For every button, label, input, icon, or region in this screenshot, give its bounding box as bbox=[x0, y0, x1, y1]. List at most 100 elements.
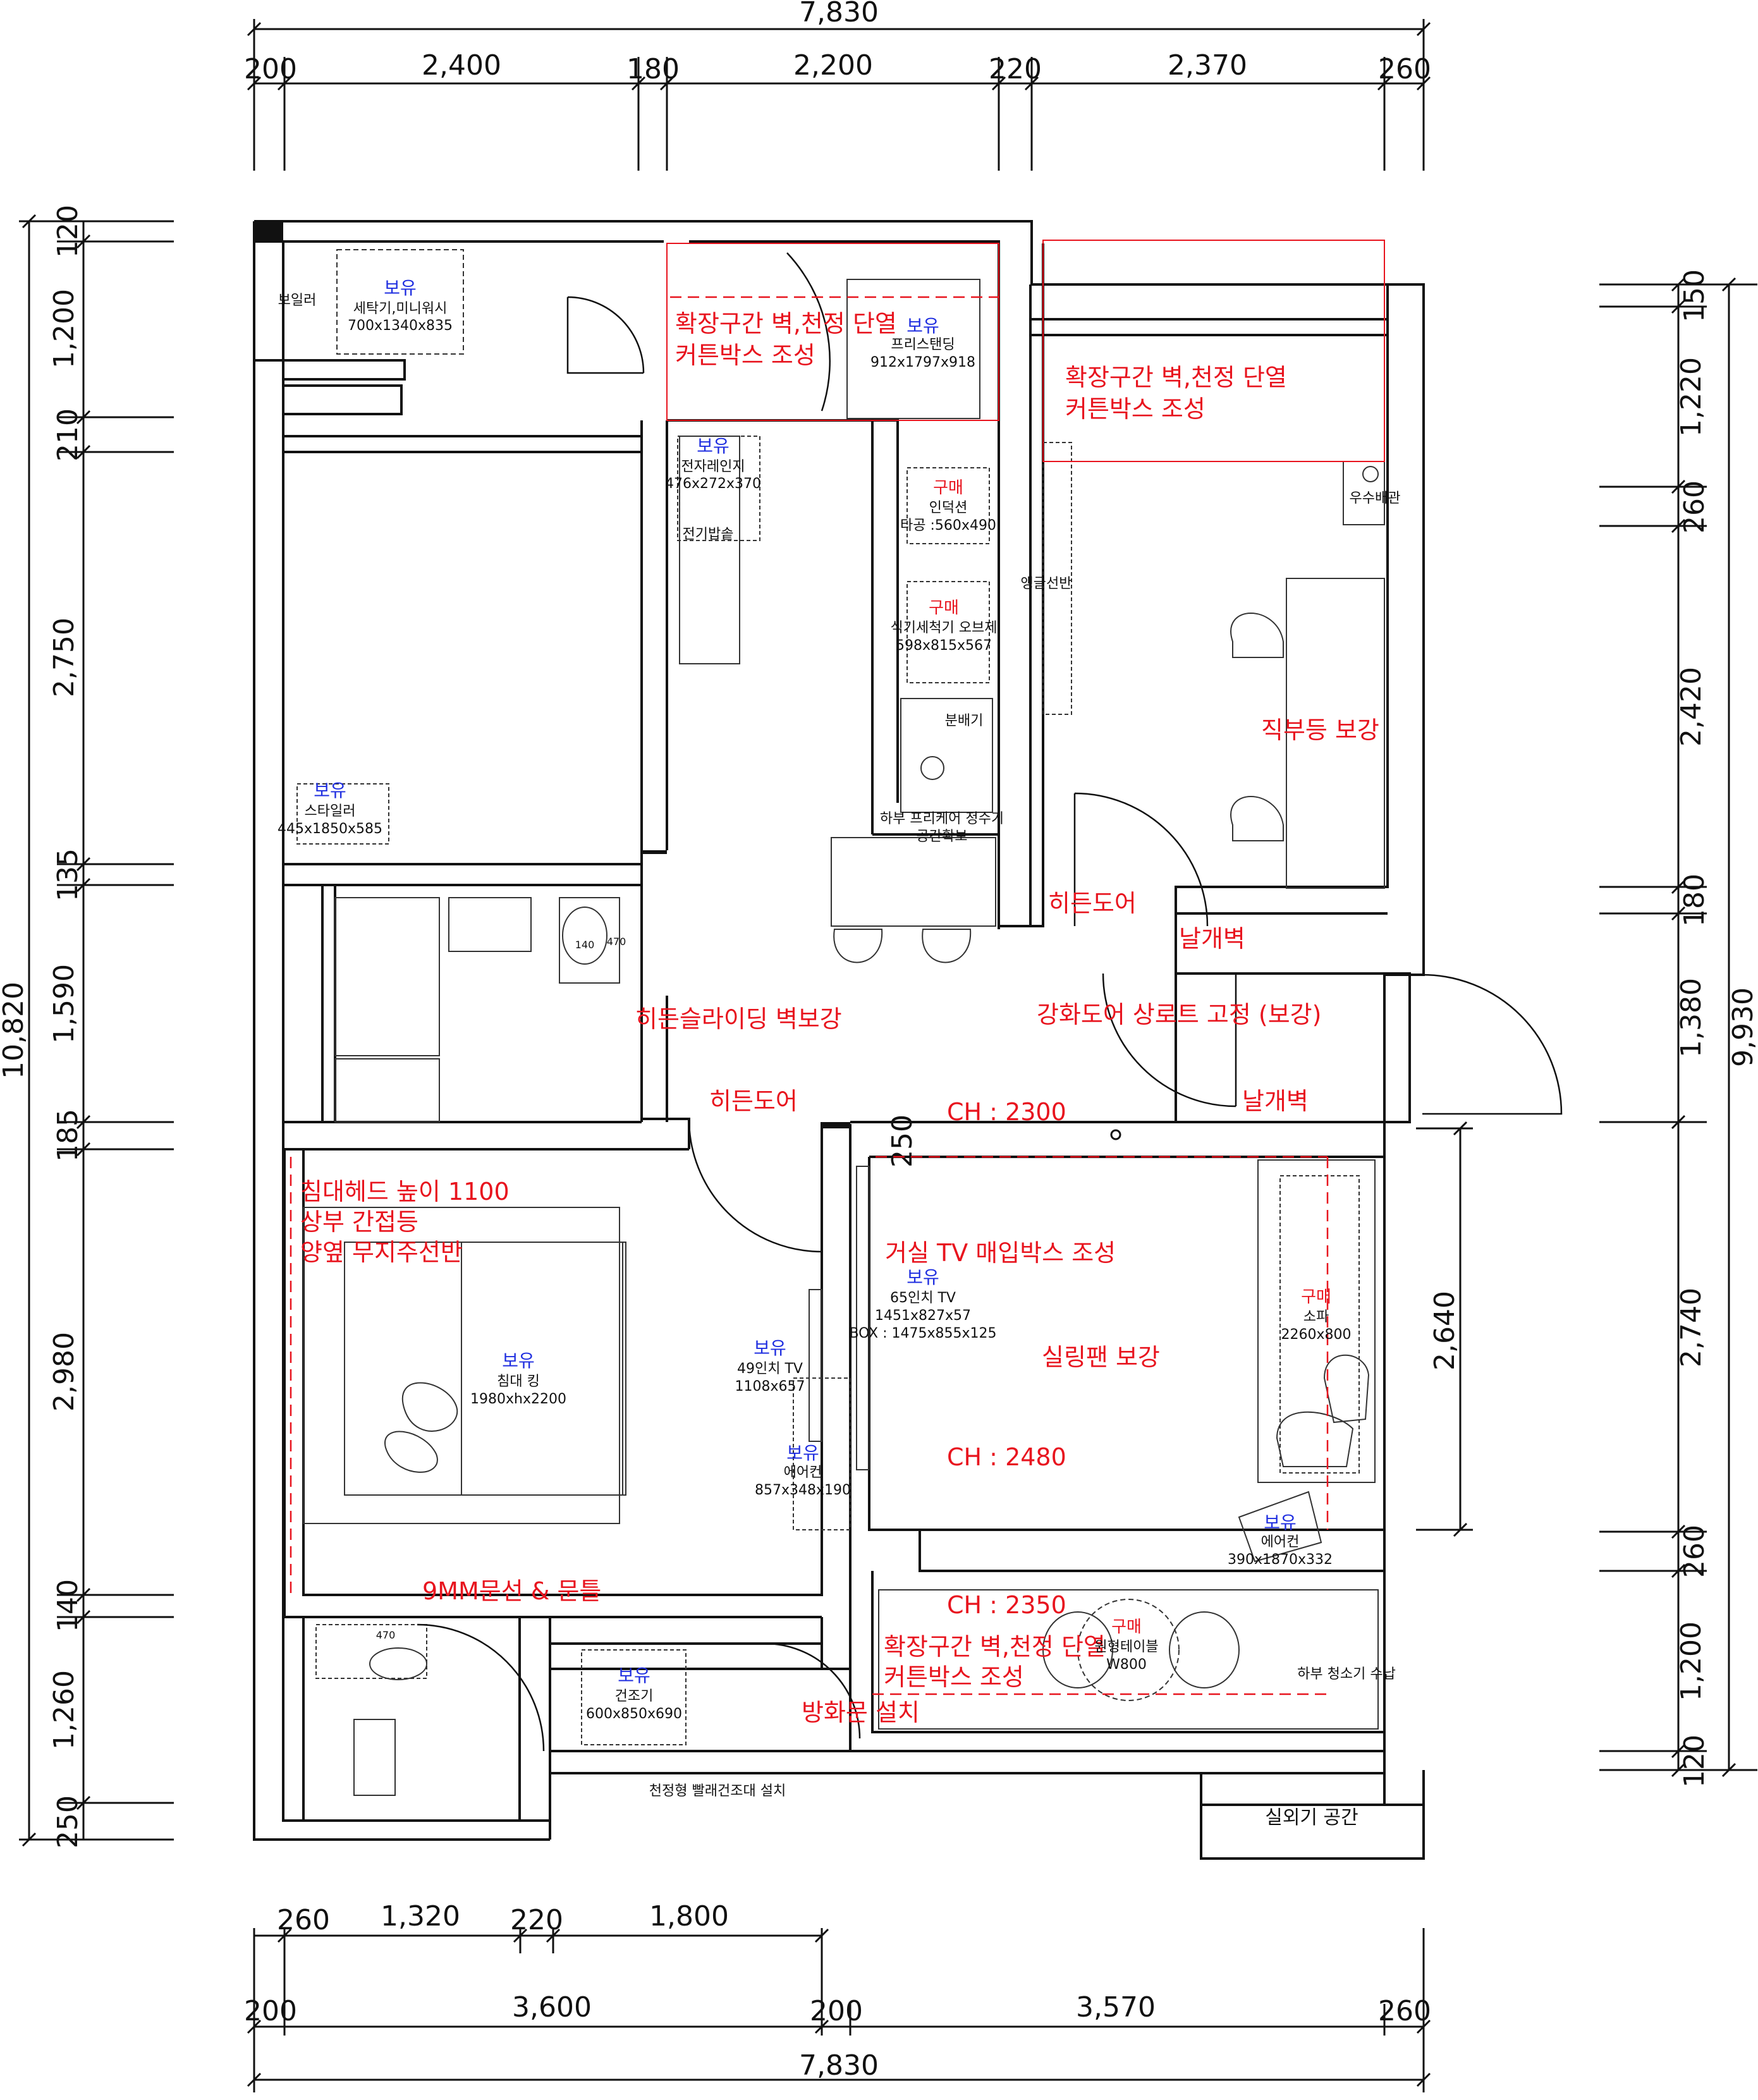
table-name: 원형테이블 bbox=[1094, 1639, 1158, 1655]
left-dim-9: 140 bbox=[52, 1579, 84, 1632]
right-dim-7: 2,740 bbox=[1675, 1288, 1707, 1367]
bed-size: 1980xhx2200 bbox=[470, 1391, 566, 1407]
ac1-tag: 보유 bbox=[786, 1443, 819, 1463]
left-dim-2: 1,200 bbox=[48, 289, 80, 369]
toilet-dim-2: 470 bbox=[376, 1629, 396, 1641]
left-dimensions: 10,820 120 1,200 210 2,750 135 1,590 185… bbox=[0, 205, 84, 1848]
bottom-dimensions: 260 1,320 220 1,800 200 3,600 200 3,570 … bbox=[244, 1900, 1431, 2082]
dishwasher-name: 식기세척기 오브제 bbox=[891, 620, 998, 636]
bottom-dim-a1: 260 bbox=[277, 1904, 330, 1936]
ac2-size: 390x1870x332 bbox=[1228, 1552, 1333, 1568]
dryer-name: 건조기 bbox=[615, 1688, 654, 1704]
tv65-name: 65인치 TV bbox=[890, 1290, 956, 1306]
fridge-tag: 보유 bbox=[906, 315, 939, 336]
angle-shelf-label: 앵글선반 bbox=[1021, 576, 1072, 592]
ceiling-height-2: CH : 2480 bbox=[947, 1443, 1066, 1471]
induction-tag: 구매 bbox=[933, 479, 963, 498]
purifier-line-1: 하부 프리케어 정수기 bbox=[880, 811, 1004, 827]
dryer-size: 600x850x690 bbox=[586, 1706, 682, 1722]
bed-name: 침대 킹 bbox=[497, 1374, 540, 1389]
hidden-door-note-1: 히든도어 bbox=[1048, 889, 1137, 917]
ext2-note-2: 커튼박스 조성 bbox=[1065, 395, 1206, 423]
left-total-dim: 10,820 bbox=[0, 982, 30, 1079]
wing-wall-note-1: 날개벽 bbox=[1179, 925, 1245, 953]
left-dim-1: 120 bbox=[52, 205, 84, 258]
bottom-dim-b1: 200 bbox=[244, 1995, 297, 2027]
living-width-dim: 2,640 bbox=[1429, 1291, 1461, 1370]
fridge-name: 프리스탠딩 bbox=[891, 337, 955, 353]
washer-size: 700x1340x835 bbox=[348, 318, 453, 334]
top-dim-1: 200 bbox=[244, 53, 297, 85]
ac1-size: 857x348x190 bbox=[755, 1482, 851, 1498]
door-swings bbox=[417, 252, 1563, 1752]
right-dim-9: 1,200 bbox=[1675, 1621, 1707, 1701]
bed-note-2: 상부 간접등 bbox=[300, 1208, 418, 1236]
left-dim-3: 210 bbox=[52, 408, 84, 461]
induction-name: 인덕션 bbox=[929, 500, 968, 516]
tv65-size: 1451x827x57 bbox=[875, 1308, 971, 1324]
ceiling-fan-marker bbox=[1110, 1129, 1121, 1140]
bed-note-1: 침대헤드 높이 1100 bbox=[300, 1178, 510, 1206]
ext1-note-1: 확장구간 벽,천정 단열 bbox=[675, 310, 897, 338]
dishwasher-tag: 구매 bbox=[929, 599, 959, 618]
tv49-name: 49인치 TV bbox=[737, 1361, 803, 1377]
styler-size: 445x1850x585 bbox=[278, 821, 382, 837]
left-dim-11: 250 bbox=[52, 1795, 84, 1848]
ac2-name: 에어컨 bbox=[1261, 1534, 1300, 1550]
ac2-tag: 보유 bbox=[1264, 1512, 1297, 1533]
ceiling-fan-note: 실링팬 보강 bbox=[1042, 1343, 1160, 1371]
microwave-tag: 보유 bbox=[697, 436, 729, 456]
drain-pipe-label: 우수배관 bbox=[1350, 491, 1401, 506]
wall-fills bbox=[254, 221, 850, 1128]
induction-size: 타공 :560x490 bbox=[900, 518, 996, 534]
annotation-boxes bbox=[666, 240, 1385, 462]
tv-box-note: 거실 TV 매입박스 조성 bbox=[885, 1239, 1116, 1267]
left-dim-8: 2,980 bbox=[48, 1332, 80, 1412]
right-dim-1: 150 bbox=[1678, 269, 1711, 322]
left-dim-10: 1,260 bbox=[48, 1670, 80, 1750]
ext2-note-1: 확장구간 벽,천정 단열 bbox=[1065, 363, 1287, 391]
right-dim-10: 120 bbox=[1678, 1735, 1711, 1788]
fixtures bbox=[296, 249, 1385, 1796]
right-dim-6: 1,380 bbox=[1675, 978, 1707, 1058]
left-dim-4: 2,750 bbox=[48, 618, 80, 697]
toilet-dim-1: 470 bbox=[607, 936, 626, 948]
styler-name: 스타일러 bbox=[305, 803, 356, 819]
top-dim-4: 2,200 bbox=[793, 49, 873, 82]
outdoor-unit-label: 실외기 공간 bbox=[1265, 1807, 1358, 1829]
walls bbox=[253, 220, 1425, 1860]
left-dim-6: 1,590 bbox=[48, 964, 80, 1044]
lighting-note: 직부등 보강 bbox=[1261, 716, 1379, 744]
top-dim-7: 260 bbox=[1378, 53, 1431, 85]
washer-name: 세탁기,미니워시 bbox=[353, 301, 448, 317]
washer-tag: 보유 bbox=[384, 278, 417, 298]
ext3-note-2: 커튼박스 조성 bbox=[884, 1663, 1024, 1691]
bottom-dim-a2: 1,320 bbox=[381, 1900, 460, 1932]
ceiling-height-3: CH : 2350 bbox=[947, 1591, 1066, 1619]
right-dim-8: 260 bbox=[1678, 1525, 1711, 1578]
red-notes: 확장구간 벽,천정 단열 커튼박스 조성 확장구간 벽,천정 단열 커튼박스 조… bbox=[300, 310, 1379, 1726]
rice-cooker-label: 전기밥솥 bbox=[683, 527, 734, 542]
styler-tag: 보유 bbox=[314, 780, 346, 801]
dishwasher-size: 598x815x567 bbox=[896, 638, 992, 654]
bottom-dim-b4: 3,570 bbox=[1076, 1991, 1156, 2024]
microwave-size: 476x272x370 bbox=[665, 476, 761, 492]
tv49-size: 1108x657 bbox=[735, 1379, 805, 1395]
fire-door-note: 방화문 설치 bbox=[802, 1699, 920, 1726]
top-dimensions: 7,830 200 2,400 180 2,200 220 2,370 260 bbox=[244, 0, 1431, 85]
table-size: W800 bbox=[1106, 1657, 1147, 1673]
dimension-ticks bbox=[21, 21, 1737, 2087]
hidden-sliding-note: 히든슬라이딩 벽보강 bbox=[635, 1005, 842, 1033]
top-dim-5: 220 bbox=[989, 53, 1042, 85]
left-dim-7: 185 bbox=[52, 1109, 84, 1162]
bottom-dim-b2: 3,600 bbox=[512, 1991, 592, 2024]
bottom-dim-a3: 220 bbox=[510, 1904, 563, 1936]
tv-wall-dim: 250 bbox=[886, 1114, 919, 1168]
basin-dim: 140 bbox=[575, 939, 595, 951]
fridge-size: 912x1797x918 bbox=[870, 355, 975, 370]
item-labels: 보일러 보유 세탁기,미니워시 700x1340x835 보유 프리스탠딩 91… bbox=[278, 278, 1400, 1829]
sink-label: 분배기 bbox=[945, 713, 984, 729]
right-total-dim: 9,930 bbox=[1727, 987, 1758, 1067]
door-frame-note: 9MM문선 & 문틀 bbox=[422, 1577, 601, 1605]
